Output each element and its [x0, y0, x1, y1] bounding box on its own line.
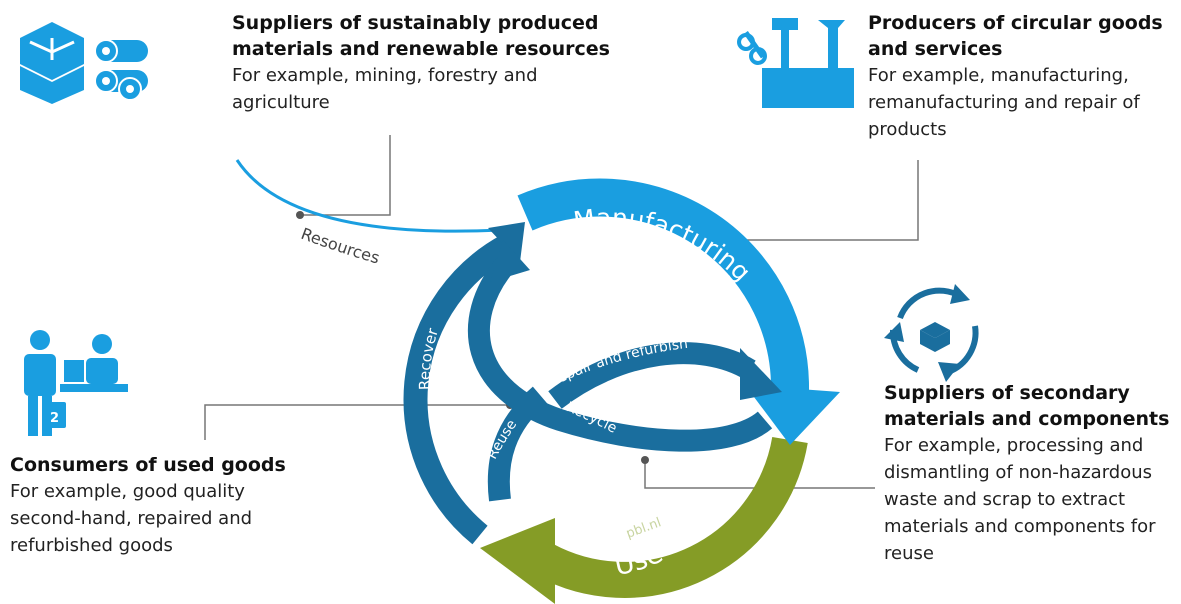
- connector-consumers: [204, 404, 510, 440]
- producers-circular-block: Producers of circular goods and services…: [868, 10, 1178, 143]
- consumers-used-block: Consumers of used goods For example, goo…: [10, 452, 310, 559]
- consumers-used-title: Consumers of used goods: [10, 454, 286, 476]
- producers-circular-body: For example, manufacturing, remanufactur…: [868, 65, 1140, 140]
- toolbox-icon: [737, 18, 854, 108]
- producers-circular-title: Producers of circular goods and services: [868, 12, 1163, 60]
- suppliers-secondary-title: Suppliers of secondary materials and com…: [884, 382, 1170, 430]
- resources-inflow: [235, 159, 501, 233]
- suppliers-secondary-body: For example, processing and dismantling …: [884, 435, 1156, 564]
- suppliers-sustainable-body: For example, mining, forestry and agricu…: [232, 65, 538, 113]
- manufacturing-arrow: [517, 178, 840, 445]
- raw-materials-icon: [20, 22, 148, 104]
- reuse-arrow: [487, 386, 548, 502]
- connector-producers: [740, 160, 919, 241]
- suppliers-sustainable-title: Suppliers of sustainably produced materi…: [232, 12, 610, 60]
- watermark-label: pbl.nl: [624, 515, 663, 541]
- connector-dot-resources: [296, 211, 304, 219]
- recover-arrow: [403, 222, 525, 545]
- connector-lines: [204, 135, 919, 489]
- consumers-used-body: For example, good quality second-hand, r…: [10, 481, 253, 556]
- resources-label: Resources: [299, 224, 382, 268]
- connector-suppliers: [300, 135, 391, 216]
- repair-refurbish-arrow: [548, 342, 782, 409]
- recycle-arrow: [467, 240, 773, 452]
- suppliers-secondary-block: Suppliers of secondary materials and com…: [884, 380, 1179, 567]
- use-arrow: [480, 436, 808, 604]
- suppliers-sustainable-block: Suppliers of sustainably produced materi…: [232, 10, 612, 116]
- shop-consumers-icon: [24, 330, 128, 436]
- connector-dot-recycle: [641, 456, 649, 464]
- svg-text:2: 2: [50, 411, 59, 426]
- connector-secondary: [644, 460, 875, 489]
